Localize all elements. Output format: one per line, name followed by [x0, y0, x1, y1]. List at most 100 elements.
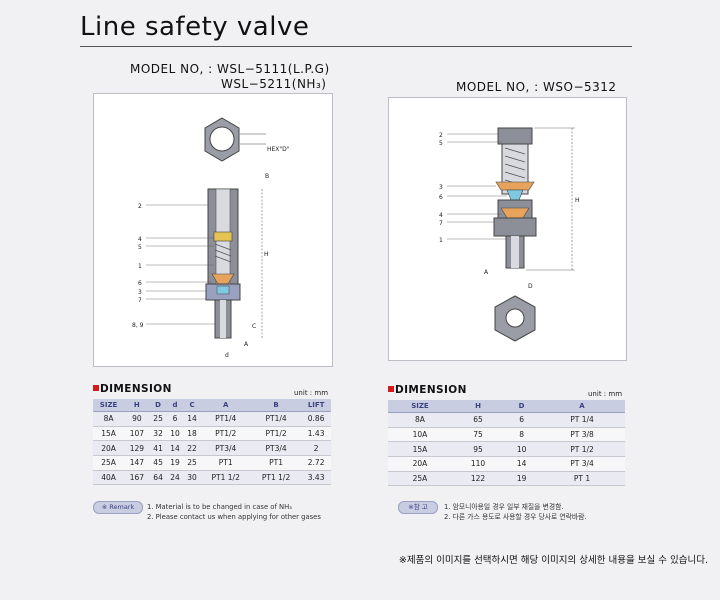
right-valve-disc [506, 189, 524, 201]
table-cell: 32 [149, 426, 167, 442]
svg-text:5: 5 [439, 140, 443, 147]
svg-text:6: 6 [439, 194, 443, 201]
table-cell: 25 [149, 411, 167, 427]
table-cell: 19 [166, 455, 184, 471]
left-col-header: C [183, 399, 201, 412]
table-cell: 10 [166, 426, 184, 442]
left-remark-1: 1. Material is to be changed in case of … [147, 503, 292, 511]
table-cell: 3.43 [301, 470, 331, 486]
left-remark-2: 2. Please contact us when applying for o… [147, 513, 321, 521]
left-col-header: LIFT [301, 399, 331, 412]
left-seal-ring [213, 231, 233, 242]
table-cell: PT 3/4 [539, 456, 625, 472]
right-col-header: A [539, 400, 625, 413]
table-cell: 25A [93, 455, 125, 471]
right-valve-cap [497, 127, 533, 145]
table-cell: 95 [451, 441, 505, 458]
table-cell: 40A [93, 470, 125, 486]
left-col-header: D [149, 399, 167, 412]
page-title: Line safety valve [80, 12, 310, 42]
right-unit-label: unit : mm [588, 390, 623, 398]
table-cell: 129 [124, 440, 150, 457]
table-cell: PT 3/8 [539, 427, 625, 443]
hex-label: HEX"D" [267, 146, 290, 153]
table-cell: 167 [124, 470, 150, 486]
table-cell: 18 [183, 426, 201, 442]
left-model-number-alt: WSL−5211(NH₃) [221, 77, 327, 91]
table-cell: 20A [93, 440, 125, 457]
left-model-number: MODEL NO, : WSL−5111(L.P.G) [130, 62, 330, 76]
table-cell: 24 [166, 470, 184, 486]
table-cell: 15A [93, 426, 125, 442]
left-remark-badge: ※ Remark [93, 501, 143, 514]
table-cell: PT1/2 [250, 426, 302, 442]
table-cell: 30 [183, 470, 201, 486]
svg-text:3: 3 [439, 184, 443, 191]
svg-text:8, 9: 8, 9 [132, 322, 144, 329]
right-remark-1: 1. 암모니아용일 경우 일부 재질을 변경함. [444, 503, 564, 511]
svg-text:1: 1 [138, 263, 142, 270]
title-divider [80, 46, 632, 47]
svg-text:D: D [528, 283, 533, 290]
right-col-header: H [451, 400, 505, 413]
right-remark-badge: ※참 고 [398, 501, 438, 514]
table-cell: 65 [451, 412, 505, 428]
table-cell: 64 [149, 470, 167, 486]
table-cell: 8A [93, 411, 125, 427]
table-cell: 147 [124, 455, 150, 471]
table-cell: PT3/4 [200, 440, 251, 457]
left-col-header: B [250, 399, 302, 412]
table-cell: 20A [388, 456, 452, 472]
table-cell: 107 [124, 426, 150, 442]
svg-text:A: A [484, 269, 489, 276]
svg-text:H: H [575, 197, 580, 204]
table-cell: 10 [504, 441, 539, 458]
table-cell: 41 [149, 440, 167, 457]
table-cell: PT1 1/2 [200, 470, 251, 486]
table-cell: 110 [451, 456, 505, 472]
left-col-header: d [166, 399, 184, 412]
right-col-header: D [504, 400, 539, 413]
table-cell: 8 [504, 427, 539, 443]
table-cell: 8A [388, 412, 452, 428]
table-cell: 25 [183, 455, 201, 471]
table-cell: 0.86 [301, 411, 331, 427]
table-cell: 22 [183, 440, 201, 457]
left-valve-drawing[interactable]: HEX"D" H B C A d 2 4 5 1 6 [93, 93, 333, 367]
svg-text:B: B [265, 173, 269, 180]
right-remark-2: 2. 다른 가스 용도로 사용할 경우 당사로 연락바람. [444, 513, 587, 521]
left-dimension-title: DIMENSION [93, 383, 172, 395]
table-cell: PT1/4 [250, 411, 302, 427]
right-dimension-title: DIMENSION [388, 384, 467, 396]
table-cell: 45 [149, 455, 167, 471]
svg-text:1: 1 [439, 237, 443, 244]
svg-text:7: 7 [138, 297, 142, 304]
table-cell: 14 [166, 440, 184, 457]
table-cell: PT1/2 [200, 426, 251, 442]
table-cell: PT3/4 [250, 440, 302, 457]
right-model-number: MODEL NO, : WSO−5312 [456, 80, 617, 94]
table-cell: 1.43 [301, 426, 331, 442]
svg-text:4: 4 [138, 236, 142, 243]
left-unit-label: unit : mm [294, 389, 329, 397]
right-valve-drawing[interactable]: H A D 2 5 3 6 4 7 1 [388, 97, 627, 361]
right-hex-body [493, 217, 537, 237]
table-cell: 122 [451, 471, 505, 487]
table-cell: 6 [166, 411, 184, 427]
table-cell: 15A [388, 441, 452, 458]
table-cell: PT1 1/2 [250, 470, 302, 486]
table-cell: PT 1/4 [539, 412, 625, 428]
svg-text:7: 7 [439, 220, 443, 227]
table-cell: 25A [388, 471, 452, 487]
table-cell: 2 [301, 440, 331, 457]
